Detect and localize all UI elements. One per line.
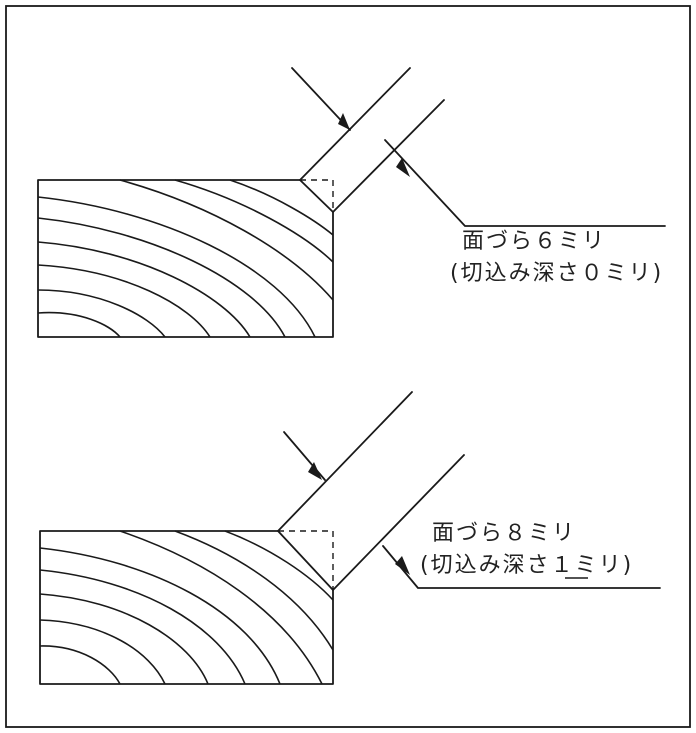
bottom-wood-block <box>39 530 334 685</box>
top-label: 面づら６ミリ <box>462 229 606 254</box>
bottom-sublabel: (切込み深さ１ミリ) <box>420 553 633 578</box>
top-original-corner-dashed <box>300 179 334 212</box>
bottom-leader-lower <box>382 545 661 589</box>
bottom-cutter-blade <box>277 391 465 591</box>
top-cutter-edge <box>299 179 334 213</box>
bottom-label: 面づら８ミリ <box>432 521 576 546</box>
top-arrow-upper <box>338 113 350 130</box>
top-sublabel: (切込み深さ０ミリ) <box>450 261 663 286</box>
top-leader-lower <box>384 139 666 227</box>
bottom-cutter-edge <box>277 530 334 591</box>
bottom-wood-grain <box>39 530 334 685</box>
bottom-original-corner-dashed <box>278 530 334 590</box>
top-arrow-lower <box>396 158 410 177</box>
bottom-example: 面づら８ミリ (切込み深さ１ミリ) <box>39 391 661 685</box>
top-wood-block <box>37 179 334 338</box>
bottom-arrow-upper <box>308 462 322 480</box>
outer-frame <box>5 5 691 728</box>
bottom-leader-upper <box>283 431 326 481</box>
top-wood-grain <box>37 179 334 338</box>
top-example: 面づら６ミリ (切込み深さ０ミリ) <box>37 67 666 338</box>
top-cutter-blade <box>299 67 445 213</box>
bottom-arrow-lower <box>395 556 410 575</box>
